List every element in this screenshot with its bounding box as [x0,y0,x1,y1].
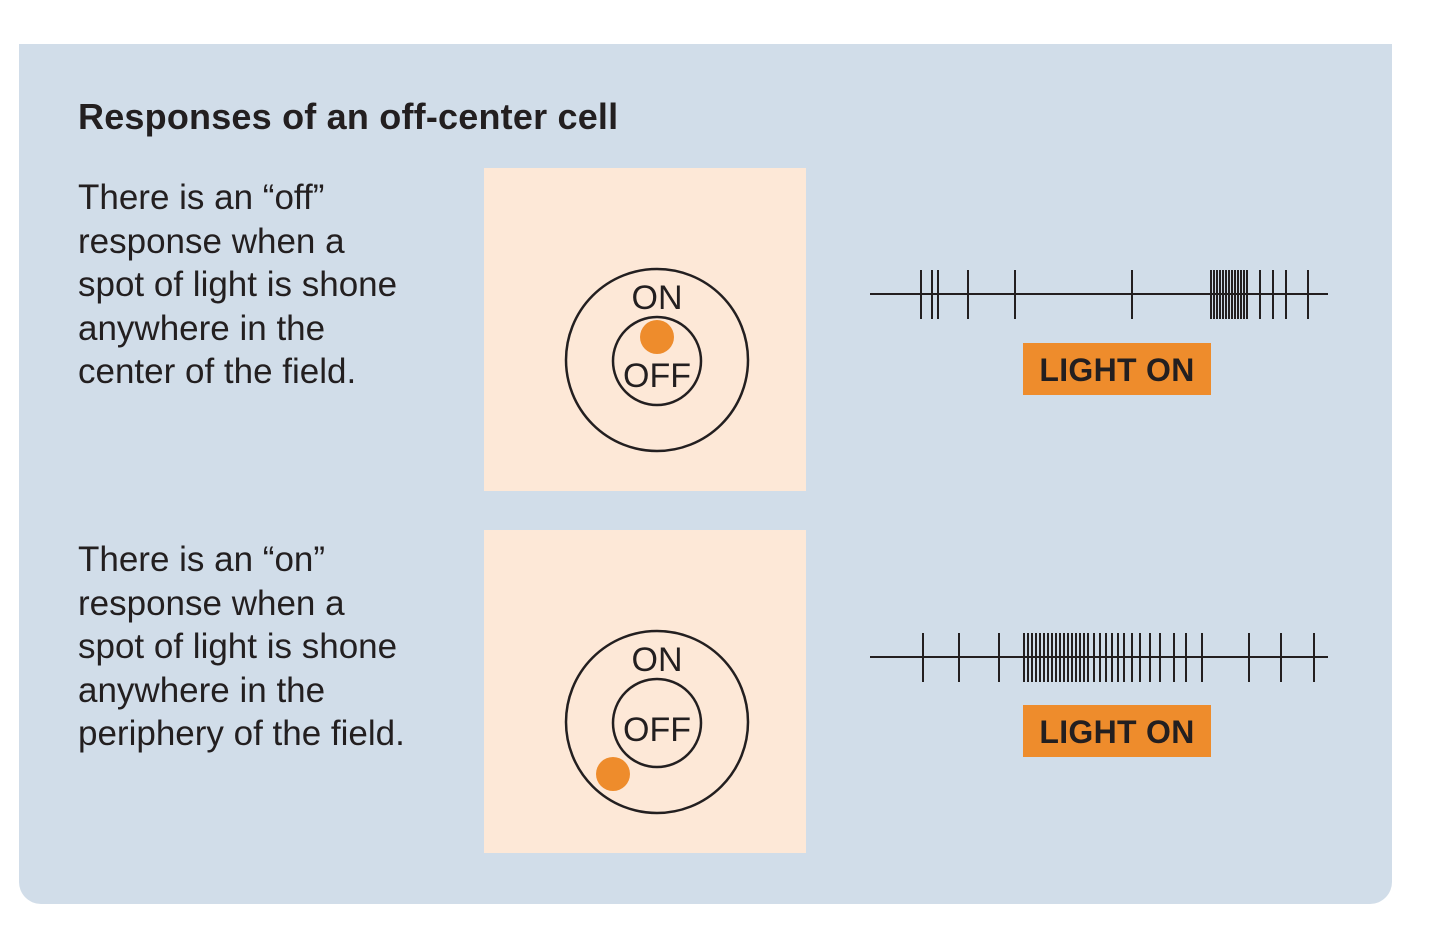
receptive-field-drawing-2: ON OFF [564,629,750,815]
surround-ring [564,629,750,815]
spikes [922,633,1315,682]
spike-train-2 [870,633,1328,682]
surround-label: ON [632,641,683,679]
spikes [920,270,1309,319]
light-spot [596,757,630,791]
center-label: OFF [623,711,691,749]
center-label: OFF [623,357,691,395]
row-2-description: There is an “on” response when a spot of… [78,540,405,753]
center-ring [611,677,703,769]
center-ring [611,315,703,407]
light-on-badge: LIGHT ON [1023,705,1211,757]
receptive-field-diagram-2: ON OFF [484,530,806,853]
surround-label: ON [632,279,683,317]
figure-title: Responses of an off-center cell [78,96,619,137]
light-on-badge: LIGHT ON [1023,343,1211,395]
surround-ring [564,267,750,453]
row-1-description: There is an “off” response when a spot o… [78,178,398,391]
receptive-field-drawing-1: ON OFF [564,267,750,453]
spike-train-1 [870,270,1328,319]
receptive-field-diagram-1: ON OFF [484,168,806,491]
light-spot [640,320,674,354]
